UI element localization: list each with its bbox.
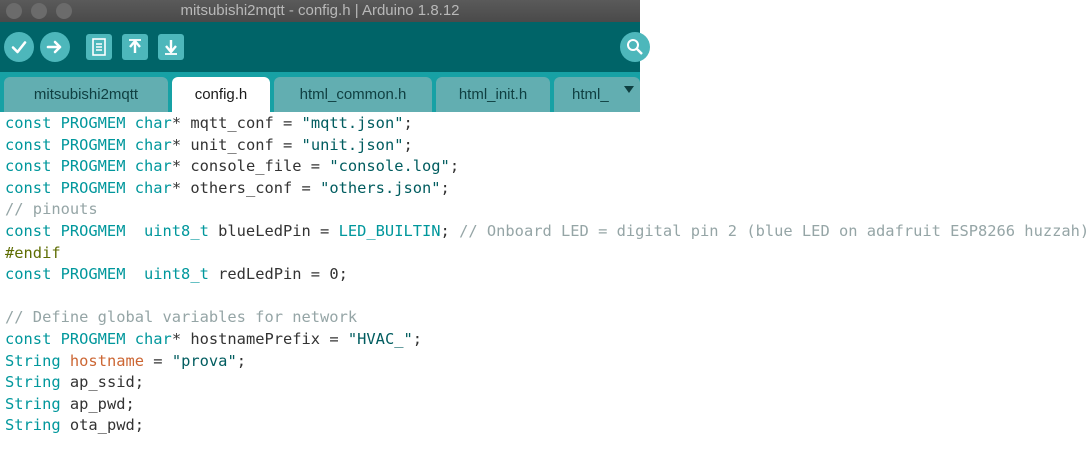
code-token: ; xyxy=(236,351,246,370)
code-token: * unit_conf = xyxy=(171,135,302,154)
verify-button[interactable] xyxy=(4,32,34,62)
code-token: "unit.json" xyxy=(301,135,404,154)
code-line: #endif xyxy=(5,242,61,264)
code-token: // pinouts xyxy=(5,200,98,219)
code-line: String ap_ssid; xyxy=(5,371,144,393)
code-token: "mqtt.json" xyxy=(301,114,404,132)
code-line: const PROGMEM uint8_t blueLedPin = LED_B… xyxy=(5,220,1089,242)
tab-menu-button[interactable] xyxy=(624,84,634,94)
code-token: ; xyxy=(403,114,413,132)
code-line: String ap_pwd; xyxy=(5,393,135,415)
code-token: * hostnamePrefix = xyxy=(171,330,348,348)
code-token: "prova" xyxy=(171,351,237,370)
code-token: char xyxy=(134,330,172,348)
code-token: const PROGMEM xyxy=(5,330,135,348)
code-token: // Define global variables for network xyxy=(5,308,358,327)
code-token: LED_BUILTIN xyxy=(338,222,441,240)
serial-monitor-button[interactable] xyxy=(620,32,650,62)
arrow-up-icon xyxy=(129,39,141,53)
code-token: ota_pwd; xyxy=(60,416,145,435)
code-editor[interactable]: const PROGMEM char* mqtt_conf = "mqtt.js… xyxy=(0,112,1089,459)
code-token: String xyxy=(5,394,61,413)
code-token: const PROGMEM xyxy=(5,135,135,154)
code-token: * mqtt_conf = xyxy=(171,114,302,132)
code-token: char xyxy=(134,135,172,154)
code-token: ap_ssid; xyxy=(60,373,145,392)
code-token: String xyxy=(5,416,61,435)
save-sketch-button[interactable] xyxy=(158,34,184,60)
code-token: "others.json" xyxy=(320,178,441,197)
arrow-right-icon xyxy=(46,40,62,54)
code-line: // pinouts xyxy=(5,198,98,220)
code-token: ; xyxy=(440,178,450,197)
code-line: // Define global variables for network xyxy=(5,306,357,328)
code-token: #endif xyxy=(5,243,61,262)
upload-button[interactable] xyxy=(40,32,70,62)
code-token: String xyxy=(5,351,61,370)
tab-html-common-h[interactable]: html_common.h xyxy=(274,77,432,112)
checkmark-icon xyxy=(11,41,27,54)
code-line: String hostname = "prova"; xyxy=(5,350,246,372)
code-token: char xyxy=(134,114,172,132)
code-line: const PROGMEM char* hostnamePrefix = "HV… xyxy=(5,328,422,350)
code-token: hostname xyxy=(69,351,145,370)
tab-config-h[interactable]: config.h xyxy=(172,77,270,112)
code-token: * others_conf = xyxy=(171,178,321,197)
code-line: String ota_pwd; xyxy=(5,414,144,436)
code-line: const PROGMEM char* console_file = "cons… xyxy=(5,155,459,177)
arrow-down-icon xyxy=(165,40,177,55)
code-token xyxy=(61,352,70,370)
minimize-window-button[interactable] xyxy=(31,3,47,19)
code-line: const PROGMEM char* unit_conf = "unit.js… xyxy=(5,134,413,156)
tab-bar: mitsubishi2mqtt config.h html_common.h h… xyxy=(0,72,640,112)
new-sketch-button[interactable] xyxy=(86,34,112,60)
code-line: const PROGMEM uint8_t redLedPin = 0; xyxy=(5,263,348,285)
magnifier-icon xyxy=(627,39,643,55)
code-token: const PROGMEM xyxy=(5,157,135,176)
code-token: "HVAC_" xyxy=(347,330,413,348)
toolbar xyxy=(0,22,650,72)
code-token: ; xyxy=(440,222,460,240)
code-token: blueLedPin = xyxy=(208,222,339,240)
code-token: char xyxy=(134,178,172,197)
code-token: ; xyxy=(412,330,423,348)
code-token: const PROGMEM uint8_t xyxy=(5,265,209,284)
code-token: const PROGMEM xyxy=(5,114,135,132)
triangle-down-icon xyxy=(624,86,634,93)
close-window-button[interactable] xyxy=(6,3,22,19)
code-token: redLedPin = 0; xyxy=(208,265,348,284)
code-token: ; xyxy=(449,157,460,176)
code-comment: // Onboard LED = digital pin 2 (blue LED… xyxy=(459,222,1089,240)
code-token: ; xyxy=(403,135,413,154)
code-token: char xyxy=(134,157,172,176)
code-token: = xyxy=(144,351,172,370)
code-token: ap_pwd; xyxy=(60,394,135,413)
code-token: String xyxy=(5,373,61,392)
code-token: "console.log" xyxy=(329,157,450,176)
zoom-window-button[interactable] xyxy=(56,3,72,19)
code-line: const PROGMEM char* mqtt_conf = "mqtt.js… xyxy=(5,112,413,134)
tab-mitsubishi2mqtt[interactable]: mitsubishi2mqtt xyxy=(4,77,168,112)
tab-html-truncated[interactable]: html_ xyxy=(554,77,640,112)
code-token: const PROGMEM xyxy=(5,178,135,197)
open-sketch-button[interactable] xyxy=(122,34,148,60)
code-line: const PROGMEM char* others_conf = "other… xyxy=(5,177,450,199)
tab-html-init-h[interactable]: html_init.h xyxy=(436,77,550,112)
code-token: const PROGMEM uint8_t xyxy=(5,222,209,240)
code-token: * console_file = xyxy=(171,157,330,176)
window-title: mitsubishi2mqtt - config.h | Arduino 1.8… xyxy=(180,2,460,19)
document-icon xyxy=(92,38,106,56)
title-bar: mitsubishi2mqtt - config.h | Arduino 1.8… xyxy=(0,0,640,22)
